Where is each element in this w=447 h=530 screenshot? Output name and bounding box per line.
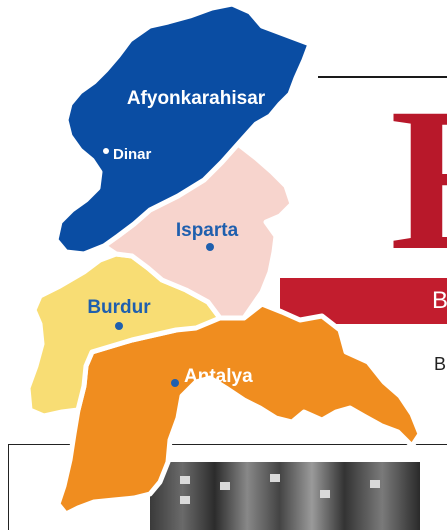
news-photo (150, 462, 420, 530)
photo-window (220, 482, 230, 490)
marker-burdur (115, 322, 123, 330)
frame-top-line (8, 444, 447, 445)
label-antalya: Antalya (184, 366, 253, 387)
marker-dinar (103, 148, 109, 154)
photo-window (370, 480, 380, 488)
masthead-rule (318, 76, 447, 78)
label-burdur: Burdur (87, 297, 151, 318)
province-antalya[interactable] (55, 301, 423, 517)
photo-window (270, 474, 280, 482)
masthead-band-text: B (432, 287, 447, 314)
label-dinar: Dinar (113, 146, 152, 163)
masthead-subtitle: B (434, 354, 447, 374)
photo-window (320, 490, 330, 498)
label-isparta: Isparta (176, 220, 239, 241)
province-afyonkarahisar[interactable] (53, 1, 313, 257)
marker-isparta (206, 243, 214, 251)
marker-antalya (171, 379, 179, 387)
frame-left-line (8, 444, 9, 530)
photo-window (180, 476, 190, 484)
label-afyonkarahisar: Afyonkarahisar (127, 88, 266, 109)
masthead-logo: E (390, 96, 447, 264)
photo-window (180, 496, 190, 504)
province-isparta[interactable] (101, 141, 295, 321)
